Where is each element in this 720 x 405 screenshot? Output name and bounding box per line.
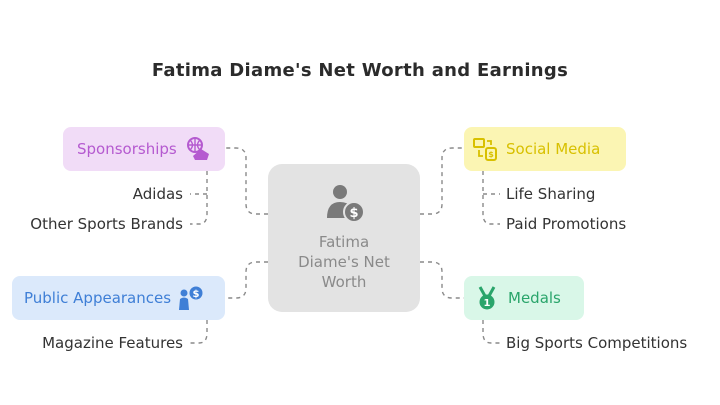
svg-text:$: $: [349, 206, 358, 221]
person-dollar-icon: $: [179, 286, 203, 310]
basketball-sneaker-icon: [186, 137, 209, 160]
medals-label: Medals: [508, 289, 561, 307]
link-social-items: [482, 171, 500, 225]
person-money-icon: $: [327, 185, 365, 223]
link-center-medals: [420, 261, 464, 299]
center-label-line: Worth: [321, 273, 367, 291]
leaf-adidas: Adidas: [132, 185, 183, 203]
link-center-social: [420, 147, 464, 215]
sponsorships-label: Sponsorships: [77, 140, 177, 158]
svg-text:$: $: [488, 150, 494, 159]
center-label-line: Fatima: [318, 233, 370, 251]
leaf-paid-promotions: Paid Promotions: [506, 215, 627, 233]
center-label-line: Diame's Net: [298, 253, 390, 271]
link-public-items: [190, 320, 208, 344]
social-media-label: Social Media: [506, 140, 601, 158]
node-social-media: $ Social Media: [464, 127, 626, 171]
page-title: Fatima Diame's Net Worth and Earnings: [151, 60, 569, 81]
node-medals: 1 Medals: [464, 276, 584, 320]
center-node: $ Fatima Diame's Net Worth: [268, 164, 420, 312]
social-exchange-icon: $: [473, 138, 497, 161]
leaf-magazine-features: Magazine Features: [42, 334, 183, 352]
svg-text:$: $: [193, 289, 200, 300]
link-center-sponsorships: [225, 147, 268, 215]
link-medals-items: [482, 320, 500, 344]
leaf-life-sharing: Life Sharing: [506, 185, 596, 203]
svg-text:1: 1: [484, 298, 491, 309]
node-sponsorships: Sponsorships: [63, 127, 225, 171]
public-appearances-label: Public Appearances: [24, 289, 172, 307]
leaf-big-sports-competitions: Big Sports Competitions: [506, 334, 688, 352]
leaf-other-sports-brands: Other Sports Brands: [30, 215, 183, 233]
link-center-public: [225, 261, 268, 299]
link-spons-items: [190, 171, 208, 225]
medal-icon: 1: [478, 286, 496, 310]
center-label: Fatima Diame's Net Worth: [268, 232, 420, 292]
node-public-appearances: Public Appearances $: [12, 276, 225, 320]
